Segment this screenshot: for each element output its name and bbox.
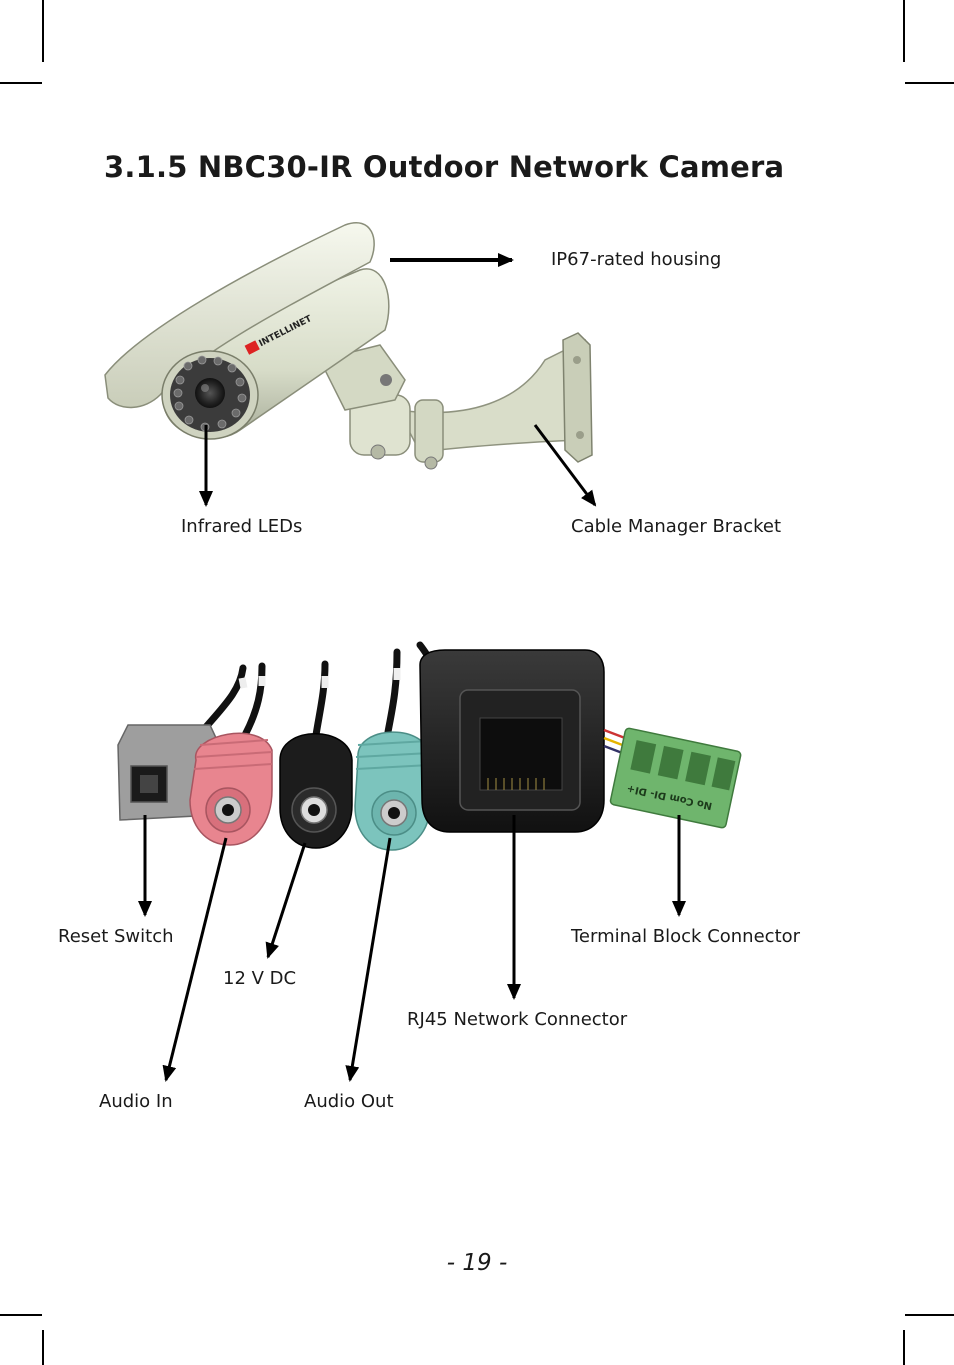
page-title: 3.1.5 NBC30-IR Outdoor Network Camera — [104, 150, 785, 184]
terminal-block: No Com DI- DI+ — [609, 727, 742, 829]
audio-out-arrow — [345, 837, 392, 1082]
crop-mark-top-right-h — [905, 82, 954, 84]
camera-image: INTELLINET — [104, 222, 593, 470]
bracket-plate — [562, 332, 593, 463]
label-ip67-housing: IP67-rated housing — [551, 249, 722, 270]
led-ring — [173, 355, 247, 432]
label-12v-dc: 12 V DC — [223, 968, 297, 989]
label-cable-manager-bracket: Cable Manager Bracket — [571, 516, 782, 537]
label-audio-in: Audio In — [99, 1091, 173, 1112]
power-arrow — [265, 842, 307, 959]
crop-mark-top-left-v — [42, 0, 44, 62]
label-rj45: RJ45 Network Connector — [407, 1009, 628, 1030]
audio-in-arrow — [162, 837, 228, 1082]
label-terminal-block: Terminal Block Connector — [571, 926, 801, 947]
crop-mark-bottom-right-h — [905, 1314, 954, 1316]
sunshield — [104, 222, 375, 409]
page-number: - 19 - — [446, 1250, 508, 1276]
crop-mark-bottom-left-v — [42, 1330, 44, 1365]
bracket-arrow — [533, 424, 597, 507]
label-reset-switch: Reset Switch — [58, 926, 174, 947]
crop-mark-bottom-right-v — [903, 1330, 905, 1365]
label-infrared-leds: Infrared LEDs — [181, 516, 303, 537]
connectors-image: No Com DI- DI+ — [117, 641, 742, 851]
crop-mark-top-left-h — [0, 82, 42, 84]
camera-lens — [195, 378, 225, 408]
crop-mark-bottom-left-h — [0, 1314, 42, 1316]
label-audio-out: Audio Out — [304, 1091, 394, 1112]
crop-mark-top-right-v — [903, 0, 905, 62]
